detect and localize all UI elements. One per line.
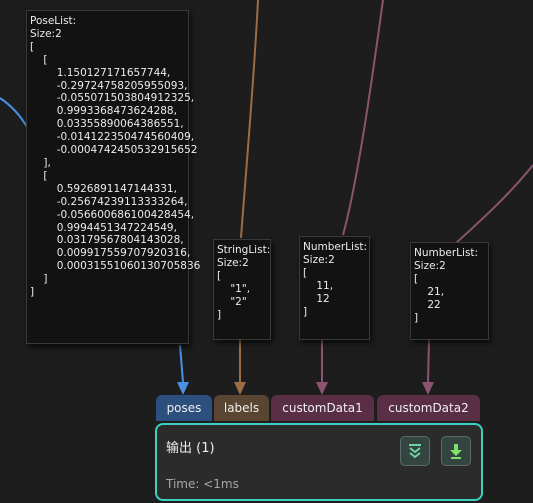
arrow-custom2 [422, 382, 434, 395]
wire-poses [179, 344, 184, 383]
customdata1-tooltip: NumberList: Size:2 [ 11, 12 ] [299, 236, 370, 340]
port-customdata2[interactable]: customData2 [377, 395, 480, 421]
wire-labels [239, 0, 259, 382]
arrow-poses [177, 382, 189, 395]
collapse-chevrons-icon [409, 444, 421, 459]
node-time: Time: <1ms [166, 477, 239, 491]
port-labels[interactable]: labels [214, 395, 269, 421]
download-button[interactable] [441, 436, 471, 466]
arrow-custom1 [316, 382, 328, 395]
wire-custom1 [321, 0, 384, 382]
port-poses[interactable]: poses [156, 395, 212, 421]
download-arrow-icon [450, 444, 462, 459]
poses-tooltip: PoseList: Size:2 [ [ 1.150127171657744, … [26, 10, 200, 344]
collapse-button[interactable] [400, 436, 430, 466]
port-customdata1[interactable]: customData1 [271, 395, 374, 421]
arrow-labels [234, 382, 246, 395]
customdata2-tooltip: NumberList: Size:2 [ 21, 22 ] [410, 242, 489, 340]
output-node[interactable]: 输出 (1) Time: <1ms [155, 423, 483, 501]
node-title: 输出 (1) [166, 441, 215, 456]
wire-custom2 [427, 164, 533, 383]
labels-tooltip: StringList: Size:2 [ "1", "2" ] [213, 239, 271, 340]
wire-left-blue [0, 97, 28, 128]
